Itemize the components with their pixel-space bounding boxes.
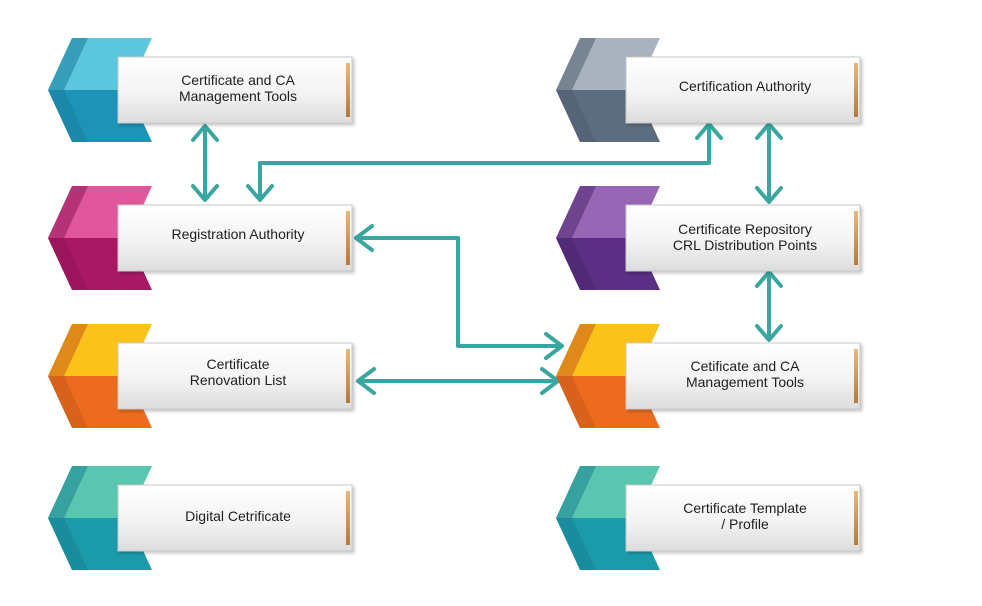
- node-label-registration-authority: Registration Authority: [171, 226, 305, 242]
- node-label-ca-tools-right: Cetificate and CA Management Tools: [685, 358, 805, 390]
- node-box: [117, 56, 353, 124]
- node-prism-edge: [48, 38, 88, 142]
- node-registration-authority: [48, 186, 353, 290]
- node-box: [117, 484, 353, 552]
- node-ca-tools-right: [556, 324, 861, 428]
- connector-registration-catools: [354, 224, 564, 360]
- node-box: [625, 342, 861, 410]
- node-box-tab: [854, 491, 858, 545]
- node-renovation-list: [48, 324, 353, 428]
- node-label-certification-authority: Certification Authority: [678, 78, 812, 94]
- node-box: [625, 56, 861, 124]
- node-box-tab: [854, 349, 858, 403]
- node-certificate-repository: [556, 186, 861, 290]
- connector-certauth-repository: [755, 122, 783, 204]
- node-box: [117, 204, 353, 272]
- node-prism-edge: [556, 466, 596, 570]
- node-prism-edge: [556, 324, 596, 428]
- node-label-ca-tools-top: Certificate and CA Management Tools: [178, 72, 298, 104]
- node-box-tab: [854, 211, 858, 265]
- connector-certauth-registration: [246, 122, 723, 202]
- node-box-tab: [346, 491, 350, 545]
- node-box: [117, 342, 353, 410]
- node-prism-edge: [48, 186, 88, 290]
- node-template-profile: [556, 466, 861, 570]
- connector-renovation-catools: [356, 367, 560, 395]
- node-box: [625, 484, 861, 552]
- node-box-tab: [346, 349, 350, 403]
- node-box-tab: [346, 63, 350, 117]
- node-label-renovation-list: Certificate Renovation List: [189, 356, 287, 388]
- node-prism-edge: [48, 466, 88, 570]
- node-ca-tools-top: [48, 38, 353, 142]
- node-prism-edge: [48, 324, 88, 428]
- connector-repository-catools: [755, 270, 783, 342]
- node-prism-edge: [556, 186, 596, 290]
- connector-catools-registration: [191, 124, 219, 202]
- node-label-template-profile: Certificate Template / Profile: [683, 500, 807, 532]
- node-prism-edge: [556, 38, 596, 142]
- node-label-digital-certificate: Digital Cetrificate: [185, 508, 291, 524]
- node-digital-certificate: [48, 466, 353, 570]
- node-box: [625, 204, 861, 272]
- node-box-tab: [346, 211, 350, 265]
- node-box-tab: [854, 63, 858, 117]
- node-label-certificate-repository: Certificate Repository CRL Distribution …: [672, 221, 818, 253]
- node-certification-authority: [556, 38, 861, 142]
